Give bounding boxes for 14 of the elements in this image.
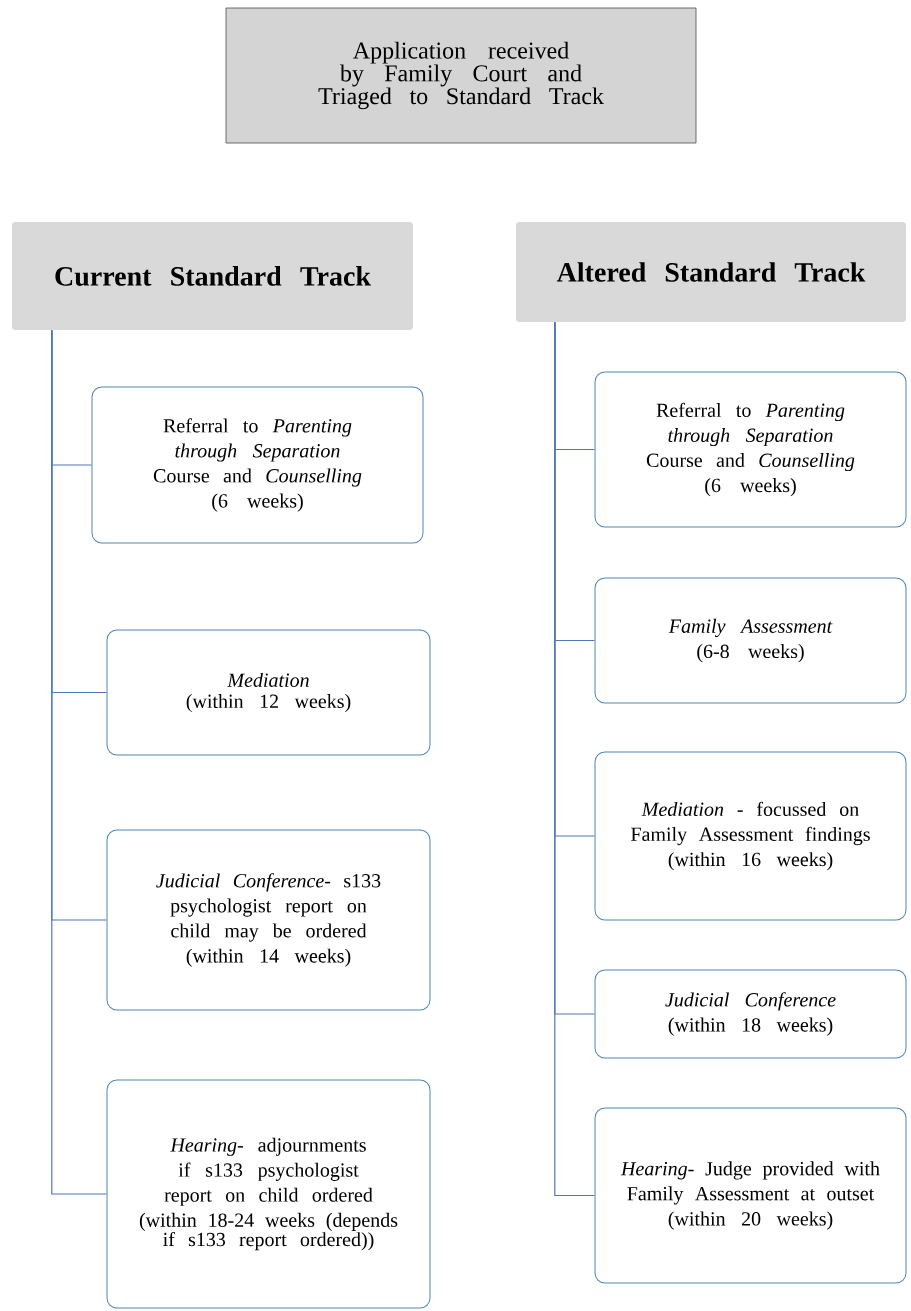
step-box: Referral to Parenting through Separation Course and Counselling (6 weeks) (91, 386, 424, 544)
step-box: Judicial Conference- s133 psychologist report on child may be ordered (within 14 weeks) (106, 829, 431, 1011)
step-box: Referral to Parenting through Separation Course and Counselling (6 weeks) (594, 371, 907, 528)
top-box: Application received by Family Court and Triaged to Standard Track (225, 7, 697, 144)
track-heading: Altered Standard Track (516, 222, 906, 322)
step-box: Mediation - focussed on Family Assessment findings (within 16 weeks) (594, 751, 907, 921)
step-box: Hearing- Judge provided with Family Assessment at outset (within 20 weeks) (594, 1107, 907, 1284)
step-box: Family Assessment (6-8 weeks) (594, 577, 907, 704)
connector (554, 321, 596, 1197)
connector (51, 329, 108, 1195)
step-box: Mediation (within 12 weeks) (106, 629, 431, 756)
track-heading: Current Standard Track (12, 222, 413, 330)
step-box: Judicial Conference (within 18 weeks) (594, 969, 907, 1059)
step-box: Hearing- adjournments if s133 psychologist report on child ordered (within 18-24 weeks (depends if s133 report ordered)) (106, 1079, 431, 1309)
